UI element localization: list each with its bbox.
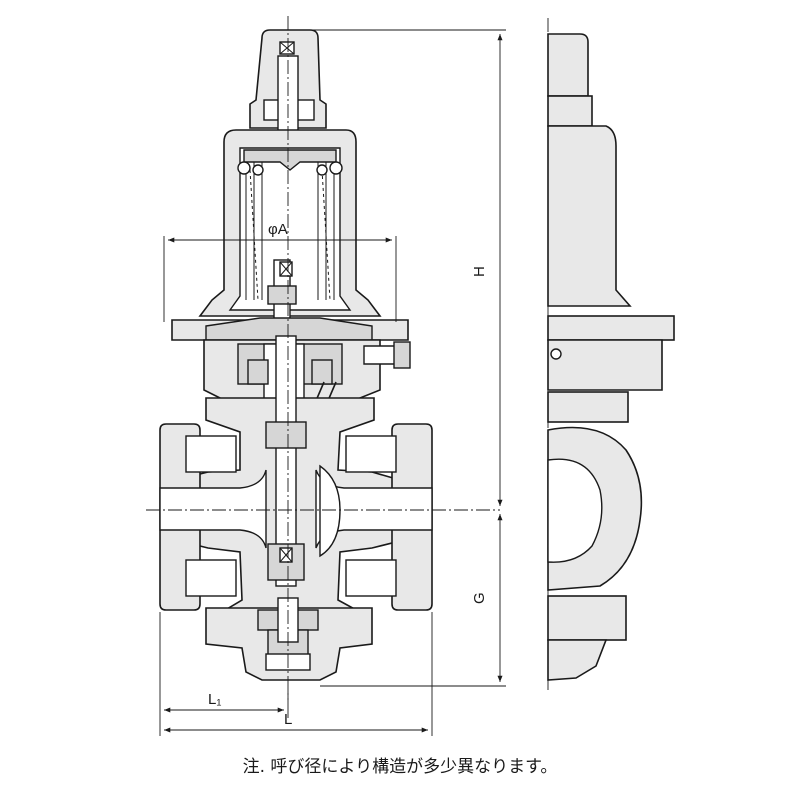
dim-label-l: L — [284, 711, 292, 728]
inlet-passage — [159, 469, 267, 549]
main-stem — [275, 335, 297, 587]
dim-label-phi-a: φA — [268, 221, 288, 238]
dim-label-g: G — [471, 592, 488, 604]
side-cap — [547, 33, 589, 97]
dim-label-l1: L₁ — [208, 691, 221, 708]
centerlines — [146, 16, 500, 700]
side-housing — [547, 125, 632, 307]
spring-housing-inner — [228, 147, 352, 311]
dimension-lines — [159, 29, 506, 736]
side-port — [547, 458, 603, 563]
front-section-view — [159, 29, 433, 681]
structure-note: 注. 呼び径により構造が多少異なります。 — [242, 757, 558, 777]
dim-label-h: H — [471, 266, 488, 277]
side-view — [547, 18, 675, 690]
dimension-labels: φA H G L₁ L — [208, 221, 488, 728]
side-flange — [547, 315, 675, 341]
spring — [245, 160, 335, 301]
